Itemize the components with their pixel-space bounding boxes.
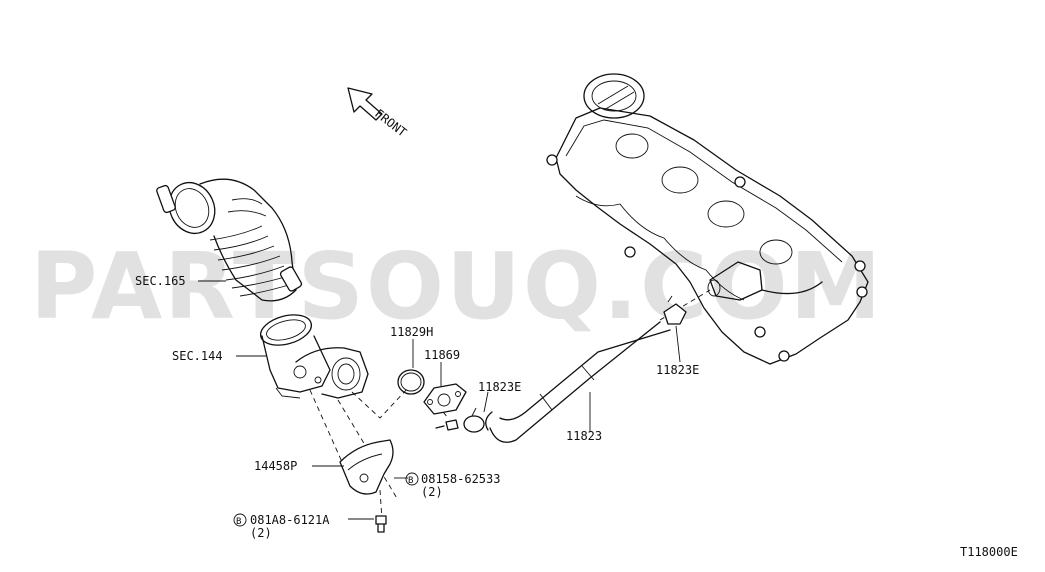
- clamp-11823E-right: [663, 295, 687, 325]
- label-08158-62533: 08158-62533: [421, 472, 500, 486]
- label-sec-144: SEC.144: [172, 349, 223, 363]
- bolt-callout-081A8-6121A: B 081A8-6121A (2): [233, 513, 330, 540]
- label-11823: 11823: [566, 429, 602, 443]
- label-14458P: 14458P: [254, 459, 297, 473]
- b-marker-icon: B: [408, 476, 413, 486]
- label-sec-165: SEC.165: [135, 274, 186, 288]
- clamp-11823E-left: [463, 407, 485, 433]
- label-081A8-6121A: 081A8-6121A: [250, 513, 330, 527]
- rocker-cover: [546, 73, 869, 365]
- label-11829H: 11829H: [390, 325, 433, 339]
- front-arrow-icon: [347, 87, 383, 121]
- o-ring-11829H: [397, 369, 425, 395]
- label-08158-62533-qty: (2): [421, 485, 443, 499]
- watermark: PARTSOUQ.COM: [30, 233, 883, 340]
- label-11869: 11869: [424, 348, 460, 362]
- throttle-body: [259, 314, 369, 399]
- bolt-08158-62533: [435, 419, 459, 431]
- b-marker-icon: B: [236, 517, 241, 527]
- bracket-14458P: [339, 439, 394, 495]
- label-11823E-left: 11823E: [478, 380, 521, 394]
- label-11823E-right: 11823E: [656, 363, 699, 377]
- bolt-callout-08158-62533: B 08158-62533 (2): [405, 472, 500, 499]
- bolt-081A8-6121A: [375, 515, 387, 533]
- hose-11823: [485, 321, 671, 443]
- flange-11869: [423, 383, 467, 415]
- air-intake-duct: [156, 178, 303, 302]
- front-label: FRONT: [372, 106, 409, 139]
- label-081A8-6121A-qty: (2): [250, 526, 272, 540]
- diagram-code: T118000E: [960, 545, 1018, 559]
